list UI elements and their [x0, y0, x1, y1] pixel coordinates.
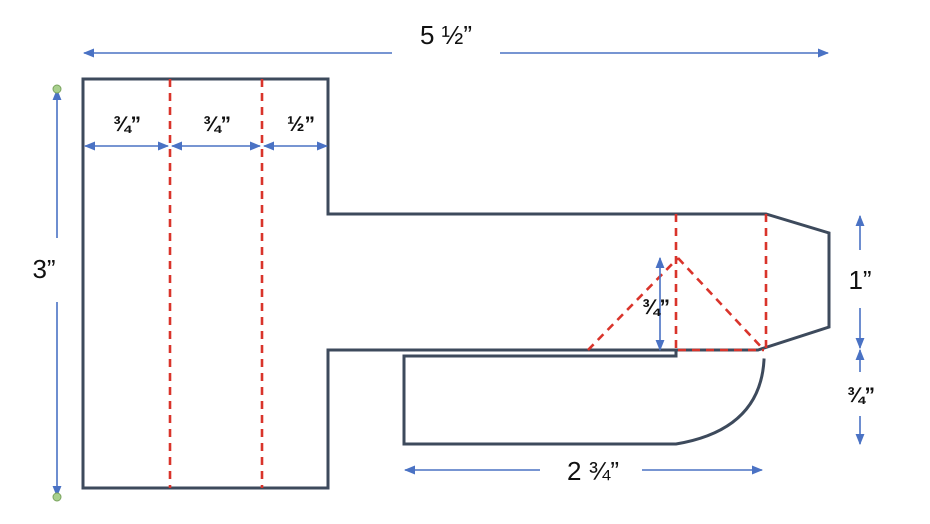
- label-triangle-height: ¾”: [642, 296, 670, 319]
- label-bottom-length: 2 ¾”: [567, 456, 619, 486]
- label-panel-1: ¾”: [113, 113, 141, 136]
- label-lower-tab-height: ¾”: [847, 384, 875, 407]
- label-panel-2: ¾”: [203, 113, 231, 136]
- label-overall-width: 5 ½”: [420, 20, 472, 50]
- label-overall-height: 3”: [32, 254, 55, 284]
- fold-line-triangle-left: [587, 257, 679, 351]
- dim-height-bottom-endpoint: [52, 492, 62, 502]
- dim-height-top-endpoint: [52, 84, 62, 94]
- label-panel-3: ½”: [287, 113, 315, 136]
- label-tab-height: 1”: [848, 265, 871, 295]
- outline-left-base: [81, 77, 678, 490]
- fold-line-triangle-right: [677, 257, 765, 351]
- main-outline: [81, 77, 831, 446]
